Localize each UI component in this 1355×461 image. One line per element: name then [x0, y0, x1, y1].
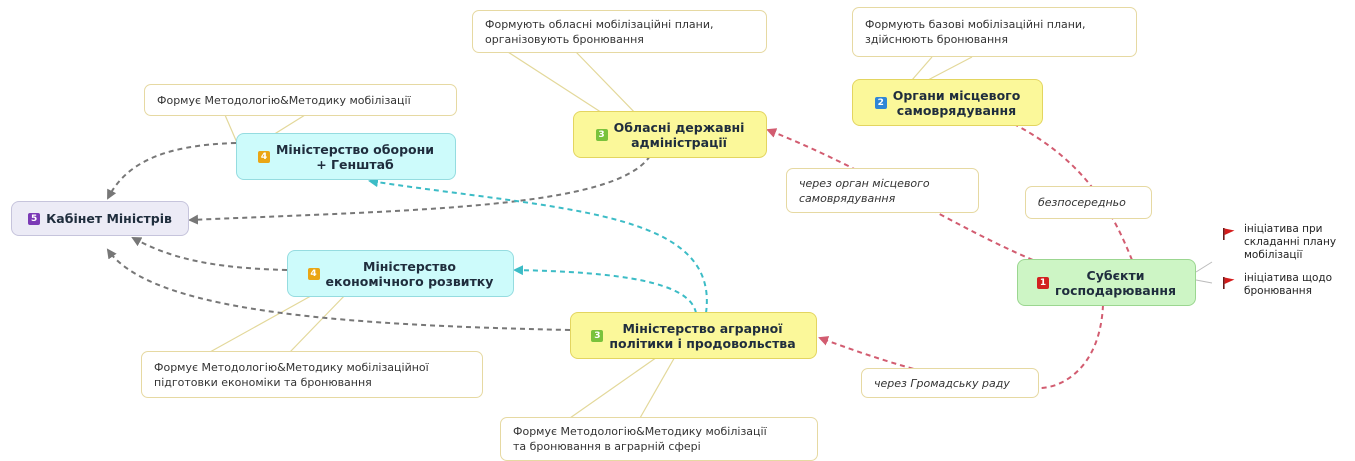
- node-local-label: Органи місцевого самоврядування: [892, 87, 1021, 118]
- priority-1-icon: 1: [1036, 276, 1049, 289]
- node-agrarian-label: Міністерство аграрної політики і продово…: [609, 320, 796, 351]
- priority-4-icon: 4: [257, 150, 270, 163]
- callout-lines: [209, 51, 973, 419]
- node-local-self-government[interactable]: 2 Органи місцевого самоврядування: [852, 79, 1043, 126]
- callout-line-regional: [575, 51, 641, 119]
- priority-3-icon: 3: [591, 329, 604, 342]
- note-agrarian: Формує Методологію&Методику мобілізації …: [500, 417, 818, 461]
- link-agrarian-to-defense: [368, 177, 708, 314]
- flag-plan-text: ініціатива при складанні плану мобілізац…: [1244, 223, 1337, 261]
- node-regional-label: Обласні державні адміністрації: [613, 119, 745, 150]
- link-agrarian-to-economy: [513, 265, 697, 314]
- priority-3-icon: 3: [595, 128, 608, 141]
- priority-5-icon: 5: [28, 212, 41, 225]
- link-economy-to-cabinet: [131, 237, 288, 271]
- flag-booking-text: ініціатива щодо бронювання: [1244, 272, 1333, 297]
- node-regional-administrations[interactable]: 3 Обласні державні адміністрації: [573, 111, 767, 158]
- red-flag-icon: [1223, 228, 1235, 240]
- note-regional: Формують обласні мобілізаційні плани, ор…: [472, 10, 767, 53]
- callout-line-local: [927, 56, 973, 81]
- node-cabinet-label: Кабінет Міністрів: [46, 211, 172, 226]
- callout-line-regional: [507, 51, 611, 119]
- node-defense-label: Міністерство оборони + Генштаб: [275, 141, 435, 172]
- note-local: Формують базові мобілізаційні плани, зді…: [852, 7, 1137, 57]
- node-defense-ministry[interactable]: 4 Міністерство оборони + Генштаб: [236, 133, 456, 180]
- note-defense: Формує Методологію&Методику мобілізації: [144, 84, 457, 116]
- callout-line-economy: [289, 291, 349, 353]
- callout-line-agrarian: [569, 354, 661, 419]
- node-business-entities[interactable]: 1 Субєкти господарювання: [1017, 259, 1196, 306]
- grey-links: [106, 142, 651, 331]
- link-business-to-regional: [766, 128, 1034, 261]
- flag-connector: [1195, 279, 1213, 284]
- link-label-via-council: через Громадську раду: [861, 368, 1039, 398]
- link-business-to-local: [1000, 116, 1133, 261]
- link-agrarian-to-cabinet: [106, 248, 571, 331]
- cyan-links: [368, 177, 708, 314]
- callout-line-economy: [209, 291, 319, 353]
- priority-4-icon: 4: [307, 267, 320, 280]
- flag-initiative-booking: ініціатива щодо бронювання: [1222, 272, 1332, 298]
- note-economy: Формує Методологію&Методику мобілізаційн…: [141, 351, 483, 398]
- flag-connector: [1195, 261, 1213, 273]
- callout-line-agrarian: [639, 354, 677, 419]
- link-regional-to-cabinet: [188, 155, 651, 225]
- red-flag-icon: [1223, 277, 1235, 289]
- priority-2-icon: 2: [874, 96, 887, 109]
- link-label-direct: безпосередньо: [1025, 186, 1152, 219]
- node-agrarian-ministry[interactable]: 3 Міністерство аграрної політики і продо…: [570, 312, 817, 359]
- node-business-label: Субєкти господарювання: [1054, 267, 1177, 298]
- node-economy-ministry[interactable]: 4 Міністерство економічного розвитку: [287, 250, 514, 297]
- node-economy-label: Міністерство економічного розвитку: [325, 258, 494, 289]
- callout-line-local: [911, 56, 933, 81]
- link-label-via-local: через орган місцевого самоврядування: [786, 168, 979, 213]
- callout-line-defense: [224, 114, 239, 146]
- node-cabinet[interactable]: 5 Кабінет Міністрів: [11, 201, 189, 236]
- flag-initiative-plan: ініціатива при складанні плану мобілізац…: [1222, 223, 1336, 262]
